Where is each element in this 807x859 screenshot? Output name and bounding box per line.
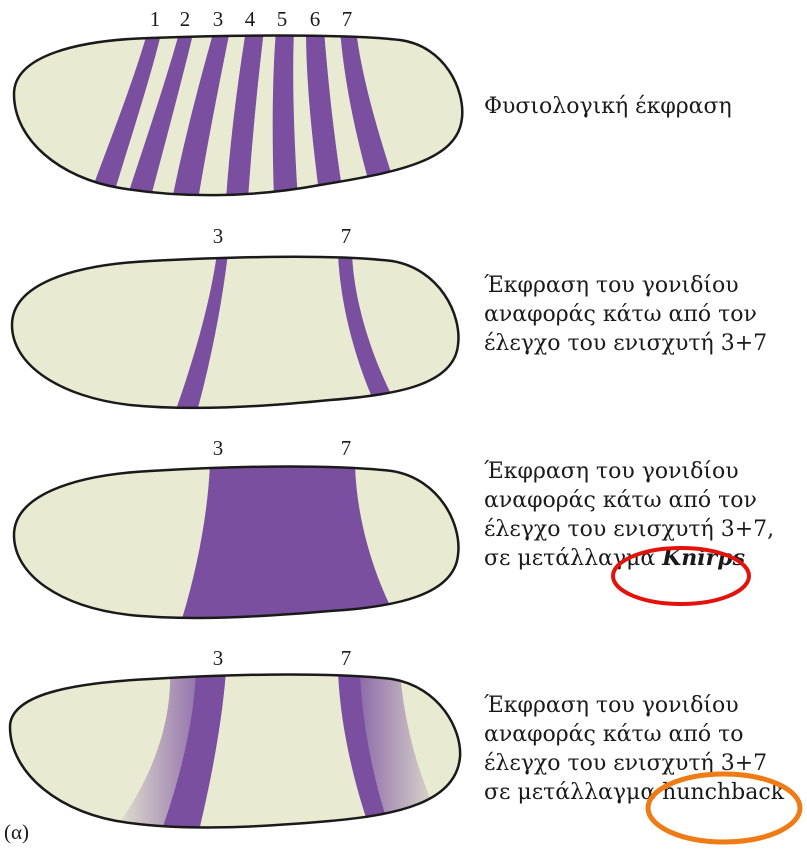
caption-line: Έκφραση του γονιδίου bbox=[484, 271, 767, 300]
caption-line: Φυσιολογική έκφραση bbox=[484, 92, 732, 121]
caption-hunchback: Έκφραση του γονιδίου αναφοράς κάτω από τ… bbox=[484, 691, 784, 807]
caption-knirps: Έκφραση του γονιδίου αναφοράς κάτω από τ… bbox=[484, 457, 774, 573]
stripe-label-2: 2 bbox=[180, 7, 191, 31]
caption-prefix: σε μετάλλαγμα bbox=[484, 780, 662, 805]
panel-hunchback-mutant: 3 7 Έκφραση του γονιδίου αναφοράς κάτω α… bbox=[0, 655, 807, 855]
panel-knirps-mutant: 3 7 Έκφραση του γονιδίου αναφοράς κάτω α… bbox=[0, 435, 807, 635]
caption-prefix: σε μετάλλαγμα bbox=[484, 546, 662, 571]
stripe-label-6: 6 bbox=[310, 7, 321, 31]
caption-reporter: Έκφραση του γονιδίου αναφοράς κάτω από τ… bbox=[484, 271, 767, 358]
caption-line: σε μετάλλαγμα Knirps bbox=[484, 544, 774, 573]
embryo-outline bbox=[12, 257, 458, 408]
stripe-label-3: 3 bbox=[213, 224, 224, 248]
mutant-name-hunchback: hunchback bbox=[662, 780, 784, 805]
stripe-label-7: 7 bbox=[341, 224, 352, 248]
stripe-label-5: 5 bbox=[277, 7, 288, 31]
stripe-label-7: 7 bbox=[342, 7, 353, 31]
stripe-label-1: 1 bbox=[150, 7, 161, 31]
caption-line: αναφοράς κάτω από το bbox=[484, 720, 784, 749]
figure-sublabel: (α) bbox=[4, 820, 29, 845]
panel-reporter-3-7: 3 7 Έκφραση του γονιδίου αναφοράς κάτω α… bbox=[0, 215, 807, 425]
caption-line: έλεγχο του ενισχυτή 3+7 bbox=[484, 749, 784, 778]
stripe-label-3: 3 bbox=[213, 646, 224, 670]
caption-line: αναφοράς κάτω από τον bbox=[484, 486, 774, 515]
mutant-name-knirps: Knirps bbox=[662, 545, 745, 571]
stripe-label-3: 3 bbox=[213, 436, 224, 460]
stripe-label-4: 4 bbox=[245, 7, 256, 31]
caption-line: σε μετάλλαγμα hunchback bbox=[484, 778, 784, 807]
caption-line: Έκφραση του γονιδίου bbox=[484, 457, 774, 486]
caption-normal: Φυσιολογική έκφραση bbox=[484, 92, 732, 121]
stripe-label-7: 7 bbox=[341, 646, 352, 670]
caption-line: Έκφραση του γονιδίου bbox=[484, 691, 784, 720]
panel-normal-expression: 1 2 3 4 5 6 7 Φυσιολογική έκφραση bbox=[0, 0, 807, 210]
caption-line: αναφοράς κάτω από τον bbox=[484, 300, 767, 329]
caption-line: έλεγχο του ενισχυτή 3+7 bbox=[484, 329, 767, 358]
stripe-label-3: 3 bbox=[213, 7, 224, 31]
stripe-label-7: 7 bbox=[341, 436, 352, 460]
caption-line: έλεγχο του ενισχυτή 3+7, bbox=[484, 515, 774, 544]
